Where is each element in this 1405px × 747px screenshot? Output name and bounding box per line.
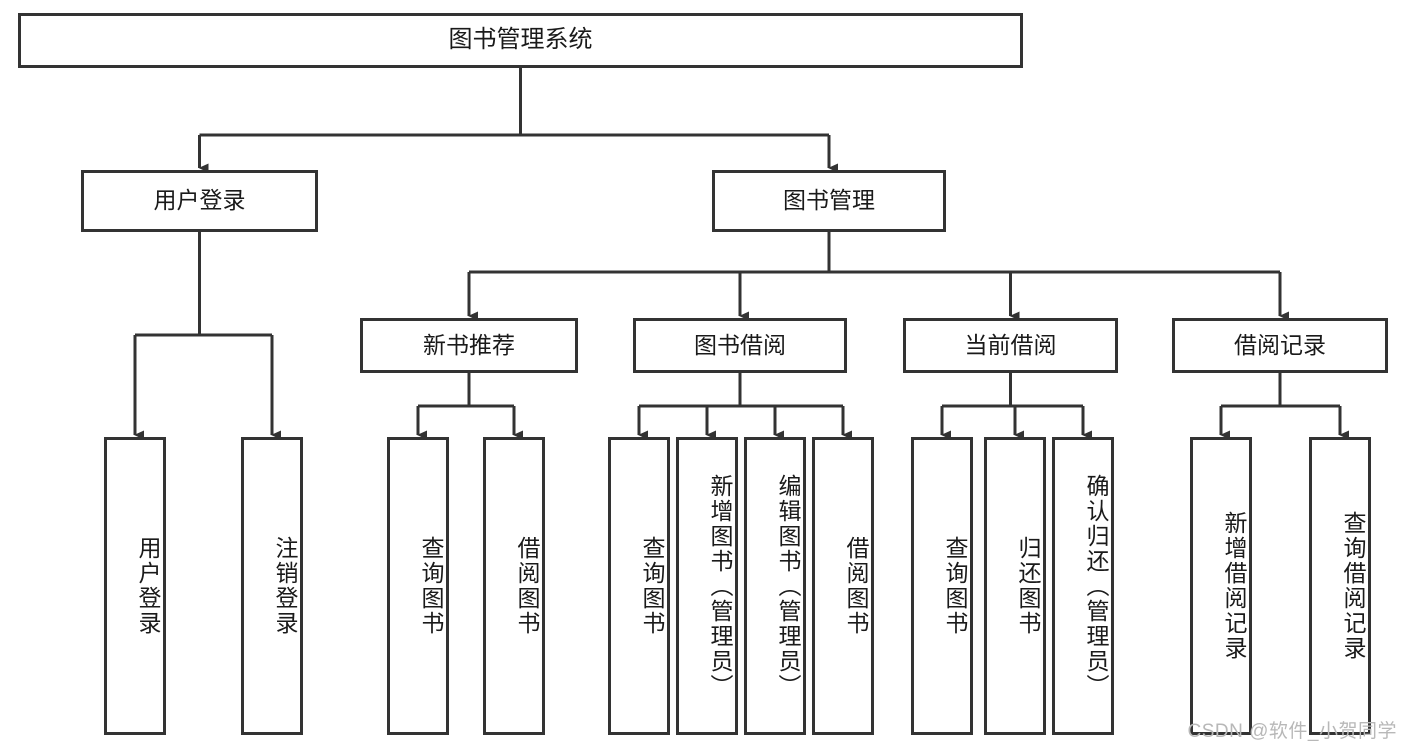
node-label: 新增图书（管理员）: [707, 473, 733, 699]
node-label: 查询图书: [942, 536, 968, 636]
node-root[interactable]: 图书管理系统: [18, 13, 1023, 68]
node-label: 借阅图书: [514, 536, 540, 636]
node-label: 用户登录: [135, 536, 161, 636]
node-label: 查询借阅记录: [1340, 511, 1366, 661]
node-new-book-rec[interactable]: 新书推荐: [360, 318, 578, 373]
node-label: 编辑图书（管理员）: [775, 473, 801, 699]
csdn-watermark: CSDN @软件_小贺同学: [1187, 721, 1397, 742]
node-user-login[interactable]: 用户登录: [81, 170, 318, 232]
node-leaf-query-record[interactable]: 查询借阅记录: [1309, 437, 1371, 735]
node-leaf-confirm-return[interactable]: 确认归还（管理员）: [1052, 437, 1114, 735]
node-book-manage[interactable]: 图书管理: [712, 170, 946, 232]
node-label: 查询图书: [639, 536, 665, 636]
node-label: 借阅图书: [843, 536, 869, 636]
node-label: 查询图书: [418, 536, 444, 636]
node-leaf-user-login[interactable]: 用户登录: [104, 437, 166, 735]
node-leaf-add-book[interactable]: 新增图书（管理员）: [676, 437, 738, 735]
node-label: 归还图书: [1015, 536, 1041, 636]
node-leaf-query-book-3[interactable]: 查询图书: [911, 437, 973, 735]
node-borrow-record[interactable]: 借阅记录: [1172, 318, 1388, 373]
node-label: 确认归还（管理员）: [1083, 473, 1109, 699]
node-leaf-add-record[interactable]: 新增借阅记录: [1190, 437, 1252, 735]
node-leaf-user-logout[interactable]: 注销登录: [241, 437, 303, 735]
node-leaf-query-book-1[interactable]: 查询图书: [387, 437, 449, 735]
node-leaf-borrow-book-2[interactable]: 借阅图书: [812, 437, 874, 735]
node-current-borrow[interactable]: 当前借阅: [903, 318, 1118, 373]
node-leaf-borrow-book-1[interactable]: 借阅图书: [483, 437, 545, 735]
node-leaf-query-book-2[interactable]: 查询图书: [608, 437, 670, 735]
node-label: 新增借阅记录: [1221, 511, 1247, 661]
node-leaf-return-book[interactable]: 归还图书: [984, 437, 1046, 735]
node-leaf-edit-book[interactable]: 编辑图书（管理员）: [744, 437, 806, 735]
node-book-borrow[interactable]: 图书借阅: [633, 318, 847, 373]
node-label: 注销登录: [272, 536, 298, 636]
